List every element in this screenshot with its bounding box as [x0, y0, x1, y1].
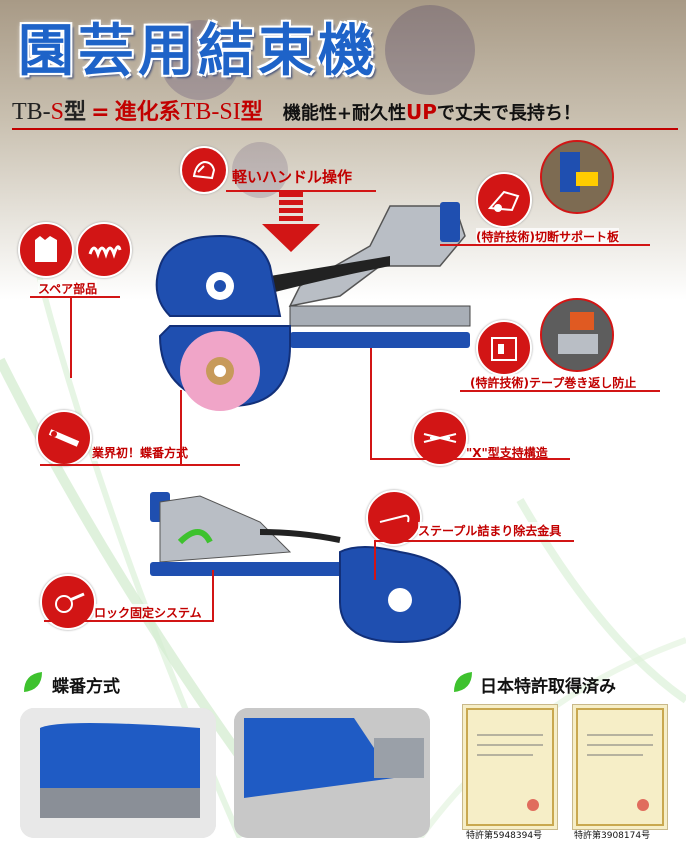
divider	[44, 620, 214, 622]
divider	[460, 390, 660, 392]
down-arrow-icon	[262, 192, 320, 252]
divider	[40, 464, 240, 466]
leader-line	[212, 570, 214, 622]
slogan-up: UP	[406, 100, 437, 124]
slogan-post: で丈夫で長持ち！	[436, 103, 581, 124]
equals-sign: =	[91, 100, 110, 125]
hinge-photo-2	[234, 708, 430, 838]
divider	[30, 296, 120, 298]
feature-lock-system: ロック固定システム	[94, 604, 202, 621]
feature-staple-remover: ステープル詰まり除去金具	[418, 522, 562, 539]
tape-rewind-photo	[540, 298, 614, 372]
divider	[440, 244, 650, 246]
patent-caption-1: 特許第5948394号	[466, 831, 543, 841]
model-a-prefix: TB-	[12, 99, 51, 125]
leader-line	[374, 540, 376, 580]
hand-icon	[180, 146, 228, 194]
feature-hinge-first: 業界初！蝶番方式	[92, 444, 189, 461]
leaf-icon	[454, 672, 472, 692]
divider	[374, 540, 574, 542]
feature-x-support: "X"型支持構造	[466, 444, 548, 461]
section-patent-title: 日本特許取得済み	[480, 677, 616, 697]
model-b-si: SI	[219, 99, 241, 125]
feature-tape-rewind: (特許技術)テープ巻き返し防止	[470, 374, 637, 391]
page-title: 園芸用結束機	[18, 19, 378, 84]
x-truss-icon	[412, 410, 468, 466]
evolved-label: 進化系	[114, 100, 181, 125]
spare-blade-icon	[18, 222, 74, 278]
binding-tool-image	[155, 202, 471, 411]
divider	[226, 190, 376, 192]
hinge-icon	[36, 410, 92, 466]
feature-cut-support: (特許技術)切断サポート板	[476, 228, 619, 245]
slogan-pre: 機能性+耐久性	[282, 103, 406, 124]
cutter-icon	[476, 172, 532, 228]
leader-line	[180, 390, 182, 466]
section-hinge-title: 蝶番方式	[52, 677, 120, 697]
leader-line	[370, 348, 372, 460]
model-b-prefix: TB-	[180, 99, 220, 125]
patent-certificate-2	[572, 704, 668, 830]
model-a-s: S	[50, 99, 65, 125]
divider	[370, 458, 570, 460]
staple-hook-icon	[366, 490, 422, 546]
model-a-kata: 型	[64, 100, 87, 125]
feature-spare-parts: スペア部品	[38, 280, 98, 297]
patent-caption-2: 特許第3908174号	[574, 831, 651, 841]
binding-tool-open-image	[150, 492, 462, 644]
hinge-photo-1	[20, 708, 216, 838]
ratchet-icon	[476, 320, 532, 376]
subtitle-bar: TB-S型 = 進化系TB-SI型 機能性+耐久性UPで丈夫で長持ち！	[12, 94, 678, 130]
leader-line	[70, 296, 72, 378]
model-b-kata: 型	[240, 100, 263, 125]
feature-light-handle: 軽いハンドル操作	[232, 168, 353, 186]
patent-certificate-1	[462, 704, 558, 830]
cut-support-photo	[540, 140, 614, 214]
spring-icon	[76, 222, 132, 278]
leaf-icon	[24, 672, 42, 692]
